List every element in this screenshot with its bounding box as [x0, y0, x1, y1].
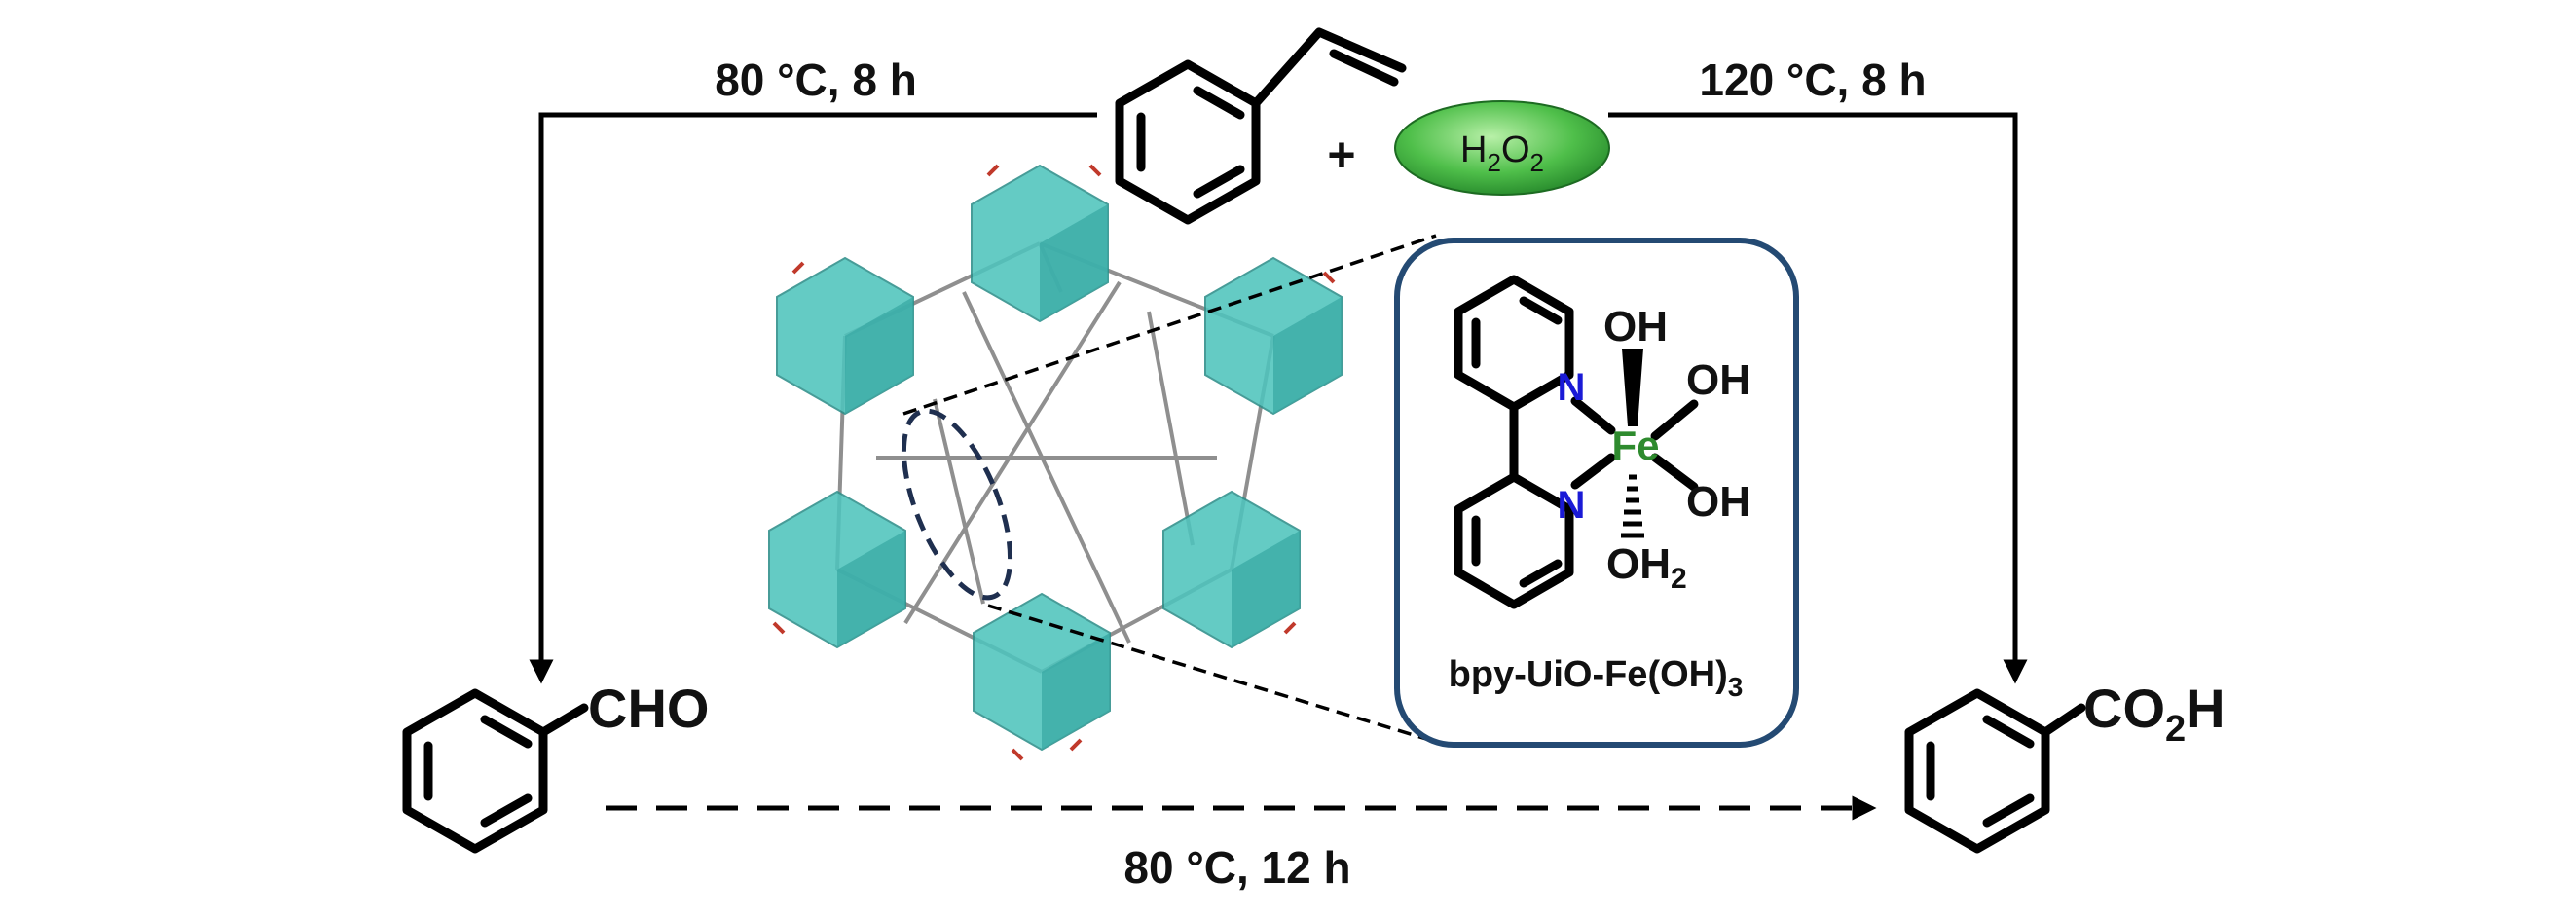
catalyst-name-main: bpy-UiO-Fe(OH): [1449, 654, 1728, 695]
h2o2-oxidant-badge: H2O2: [1394, 100, 1610, 196]
zr-cluster-upper-right: [1204, 256, 1343, 416]
wedge-bond-top-oh: [1622, 349, 1643, 426]
catalyst-structure-panel: [1394, 238, 1799, 748]
hydroxyl-top-label: OH: [1603, 303, 1668, 350]
zr-cluster-top: [971, 164, 1109, 323]
nitrogen-bottom-label: N: [1558, 484, 1586, 527]
carboxylate-oxygen-marks: [772, 164, 1336, 761]
right-condition-label: 120 °C, 8 h: [1699, 55, 1926, 105]
aldehyde-group-label: CHO: [588, 678, 709, 739]
h2o2-o: O: [1501, 129, 1530, 170]
left-condition-label: 80 °C, 8 h: [715, 55, 917, 105]
catalyst-name-label: bpy-UiO-Fe(OH)3: [1449, 654, 1744, 702]
benzaldehyde-molecule: [402, 688, 589, 854]
iron-center-label: Fe: [1611, 423, 1659, 468]
zr-cluster-bottom: [973, 592, 1111, 752]
plus-sign: +: [1327, 128, 1355, 182]
zr-cluster-upper-left: [776, 256, 914, 416]
hash-bond-bottom-oh2: [1621, 474, 1644, 538]
bipyridine-iron-complex: [1454, 275, 1699, 609]
nitrogen-top-label: N: [1558, 366, 1586, 409]
styrene-molecule: [1115, 27, 1407, 225]
carboxyl-co: CO: [2083, 678, 2165, 739]
carboxyl-group-label: CO2H: [2083, 678, 2226, 750]
h2o2-h: H: [1460, 129, 1487, 170]
svg-text:H2O2: H2O2: [1460, 129, 1544, 177]
aqua-sub: 2: [1671, 563, 1687, 595]
hydroxyl-lower-right-label: OH: [1686, 478, 1750, 526]
bottom-condition-label: 80 °C, 12 h: [1123, 842, 1350, 893]
mof-framework-illustration: [768, 164, 1437, 761]
zoom-line-bottom: [987, 604, 1437, 744]
catalyst-name-sub: 3: [1728, 672, 1744, 702]
aqua-oh: OH: [1606, 540, 1671, 588]
zr-cluster-lower-left: [768, 490, 906, 649]
benzoic-acid-molecule: [1904, 688, 2086, 854]
highlighted-bpy-linker-ellipse: [901, 408, 1013, 601]
zoom-line-top: [902, 234, 1437, 416]
zr-cluster-lower-right: [1162, 490, 1301, 649]
hydroxyl-upper-right-label: OH: [1686, 356, 1750, 404]
aqua-ligand-label: OH2: [1606, 540, 1687, 595]
carboxyl-sub: 2: [2165, 709, 2186, 750]
left-reaction-arrow: [529, 112, 1097, 684]
right-reaction-arrow: [1608, 112, 2028, 684]
h2o2-sub2: 2: [1530, 148, 1544, 177]
carboxyl-h: H: [2186, 678, 2225, 739]
h2o2-sub1: 2: [1487, 148, 1500, 177]
